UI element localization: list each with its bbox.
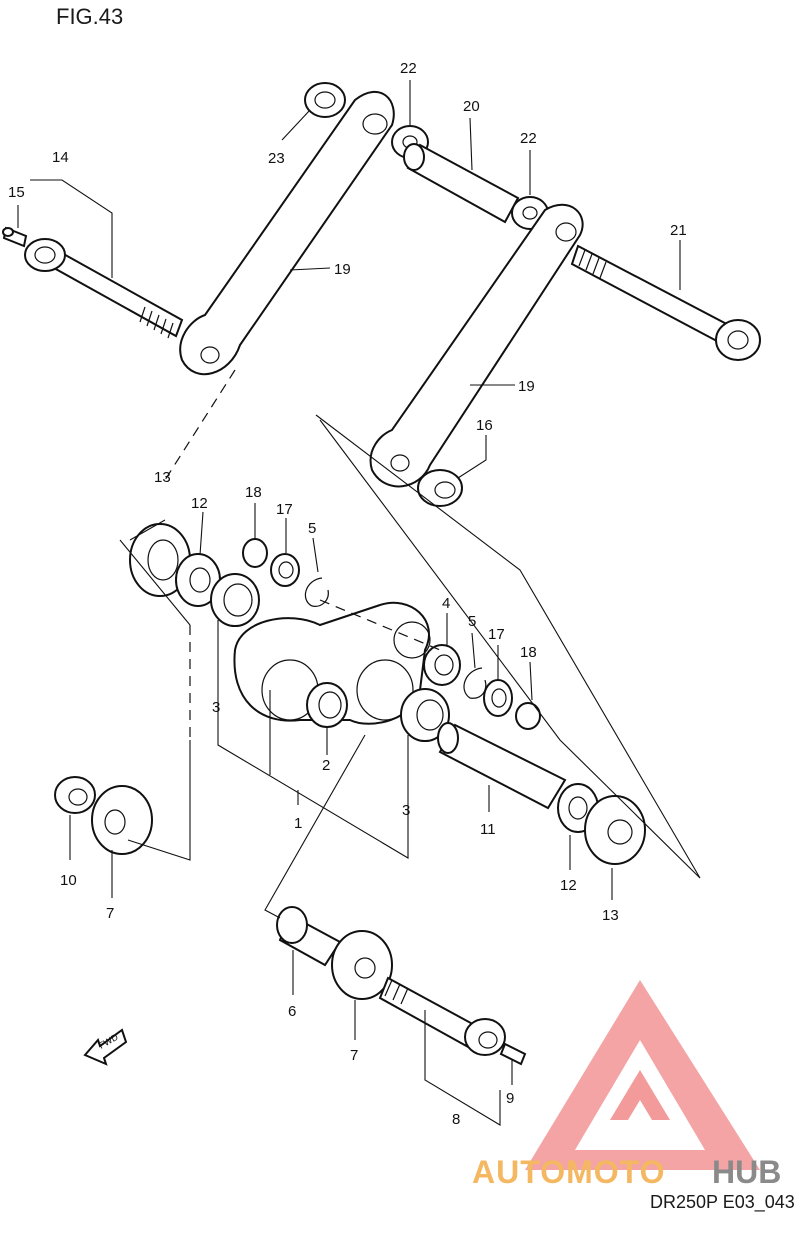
link-rod-19-left [179, 90, 395, 376]
callout-19-lower: 19 [518, 378, 535, 395]
callout-14: 14 [52, 149, 69, 166]
watermark-text-automoto: AUTOMOTO [472, 1154, 665, 1190]
watermark-logo: AUTOMOTO HUB [472, 980, 781, 1190]
callout-7-upper: 7 [106, 905, 114, 922]
seal-17-lower [483, 679, 513, 717]
callout-16: 16 [476, 417, 493, 434]
seal-13-right [584, 795, 646, 865]
callout-2: 2 [322, 757, 330, 774]
callout-1: 1 [294, 815, 302, 832]
callout-17-upper: 17 [276, 501, 293, 518]
bearing-3-left [210, 573, 260, 627]
callout-23: 23 [268, 150, 285, 167]
spacer-20 [403, 143, 520, 224]
circlip-5-upper [304, 577, 329, 607]
watermark-text-hub: HUB [712, 1154, 781, 1190]
leader-lines [17, 80, 681, 1126]
callout-17-lower: 17 [488, 626, 505, 643]
nut-16 [417, 469, 463, 507]
callout-22-upper: 22 [400, 60, 417, 77]
callout-20: 20 [463, 98, 480, 115]
collar-18-lower [515, 702, 541, 730]
callout-22-lower: 22 [520, 130, 537, 147]
callout-15: 15 [8, 184, 25, 201]
washer-7-upper [91, 785, 153, 855]
callout-labels: 1 2 3 3 4 5 5 6 7 7 8 9 10 11 12 12 13 1… [8, 60, 687, 1128]
grease-nipple-15 [2, 226, 28, 248]
callout-12-lower: 12 [560, 877, 577, 894]
callout-19-upper: 19 [334, 261, 351, 278]
spacer-11 [437, 722, 567, 810]
callout-21: 21 [670, 222, 687, 239]
spacer-6 [276, 906, 342, 967]
bolt-21 [570, 244, 761, 361]
callout-5-lower: 5 [468, 613, 476, 630]
callout-5-upper: 5 [308, 520, 316, 537]
alignment-lines [119, 369, 701, 919]
circlip-5-lower [463, 667, 487, 699]
bearing-3-right [400, 688, 450, 742]
seal-17-upper [270, 553, 300, 587]
fwd-arrow: FWD [83, 1028, 128, 1066]
callout-6: 6 [288, 1003, 296, 1020]
callout-18-lower: 18 [520, 644, 537, 661]
callout-7-lower: 7 [350, 1047, 358, 1064]
callout-12-upper: 12 [191, 495, 208, 512]
callout-3-left: 3 [212, 699, 220, 716]
bearing-2 [306, 682, 348, 728]
callout-8: 8 [452, 1111, 460, 1128]
callout-18-upper: 18 [245, 484, 262, 501]
callout-4: 4 [442, 595, 450, 612]
figure-title: FIG.43 [56, 4, 124, 29]
callout-13-upper: 13 [154, 469, 171, 486]
bolt-8 [378, 976, 506, 1056]
collar-18-upper [242, 538, 268, 568]
link-rod-19-right [369, 203, 584, 488]
grease-nipple-9 [499, 1042, 527, 1066]
callout-10: 10 [60, 872, 77, 889]
nut-23 [304, 82, 346, 118]
washer-7-lower [331, 930, 393, 1000]
callout-3-right: 3 [402, 802, 410, 819]
callout-9: 9 [506, 1090, 514, 1107]
nut-10 [54, 776, 96, 814]
callout-11: 11 [480, 821, 496, 838]
drawing-code: DR250P E03_043 [650, 1192, 795, 1212]
callout-13-lower: 13 [602, 907, 619, 924]
bearing-4 [423, 644, 461, 686]
bolt-14 [24, 238, 184, 339]
